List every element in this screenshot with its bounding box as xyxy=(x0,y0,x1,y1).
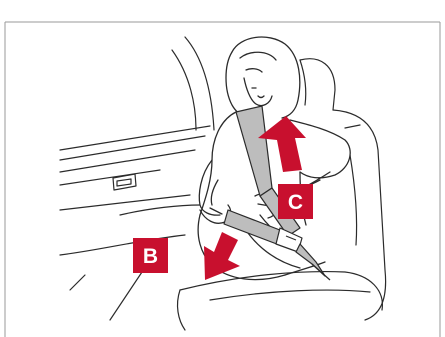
label-badge-b: B xyxy=(133,238,168,273)
car-interior xyxy=(60,37,386,330)
label-badge-c: C xyxy=(278,184,313,219)
arrow-down-icon xyxy=(204,232,240,280)
label-c: C xyxy=(288,191,303,214)
label-b: B xyxy=(143,245,158,268)
